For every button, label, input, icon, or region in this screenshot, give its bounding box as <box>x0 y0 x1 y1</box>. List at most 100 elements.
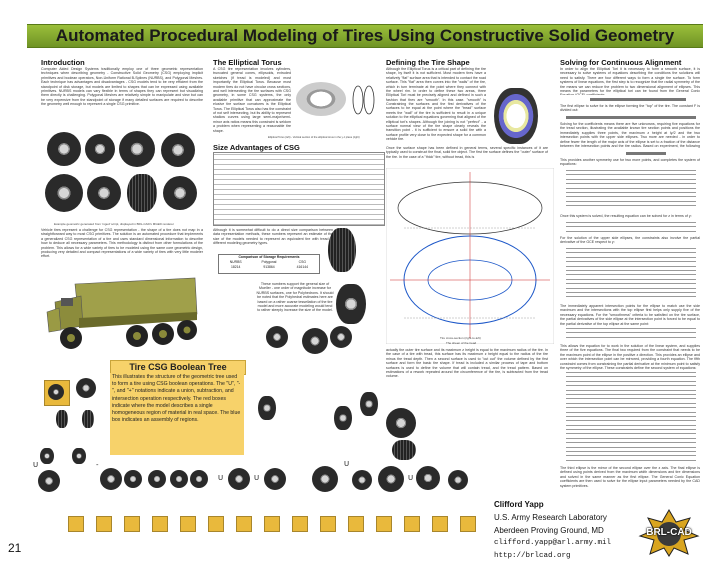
elliptical-torus-caption: Elliptical Torus (left) - Vertical secti… <box>268 136 360 139</box>
tree-description: This illustrates the structure of the ge… <box>110 373 244 455</box>
torus-section <box>352 85 375 115</box>
union-operator: U <box>254 474 260 482</box>
alignment-text-6: For the solution of the upper side ellip… <box>560 236 700 245</box>
tire-node-icon <box>378 466 404 492</box>
table-cell: 416144 <box>296 265 308 269</box>
union-operator: U <box>218 474 224 482</box>
tread-render <box>328 228 356 272</box>
tire-render <box>386 408 416 438</box>
alignment-text-3: Solving for the coefficients means there… <box>560 122 700 148</box>
torus-shape <box>296 82 346 116</box>
table-cell: 18214 <box>230 265 241 269</box>
subtract-operator: - <box>96 461 99 469</box>
tire-render <box>258 396 276 420</box>
table-cell: Polygonal <box>261 260 277 264</box>
tire-cross-section-diagram <box>386 168 554 344</box>
tire-render <box>334 406 352 430</box>
tire-render <box>161 133 195 167</box>
tree-leaf-box <box>404 516 420 532</box>
union-operator: U <box>344 460 350 468</box>
tire-diagram-caption-2: The sheen of the tread <box>446 341 477 345</box>
union-operator: U <box>408 474 414 482</box>
author-organization: U.S. Army Research Laboratory <box>494 513 607 522</box>
project-url[interactable]: http://brlcad.org <box>494 552 571 560</box>
tire-diagram-caption: Tire cross-section (right-to-left) <box>440 336 481 340</box>
tread-node-icon <box>82 410 94 428</box>
brlcad-logo: BRL-CAD <box>636 508 702 558</box>
equation <box>590 98 686 101</box>
tread-render <box>392 440 416 460</box>
alignment-text-8: This allows the equation for to work in … <box>560 344 700 370</box>
introduction-text-2: Vehicle tires represent a challenge for … <box>41 228 203 259</box>
tire-tread-render <box>127 174 157 212</box>
tire-node-icon <box>72 448 86 464</box>
table-cell: 913864 <box>263 265 275 269</box>
tire-render <box>360 392 378 416</box>
alignment-text-2: The first ellipse to solve for is the el… <box>560 104 700 113</box>
logo-badge-icon <box>638 509 700 557</box>
equation <box>566 116 696 119</box>
tire-node-icon <box>76 378 96 398</box>
tree-leaf-box <box>264 516 280 532</box>
tire-node-icon <box>352 470 372 490</box>
equation-block <box>566 170 696 212</box>
title-bar: Automated Procedural Modeling of Tires U… <box>27 24 703 48</box>
tire-render-gallery <box>41 128 203 220</box>
equation-block <box>566 328 696 342</box>
tire-node-icon <box>48 384 64 400</box>
tree-leaf-box <box>152 516 168 532</box>
tree-leaf-box <box>320 516 336 532</box>
tire-render <box>119 131 155 167</box>
elliptical-torus-image <box>296 72 378 132</box>
alignment-heading: Solving for Continuous Alignment <box>560 58 682 67</box>
tire-profile-render <box>494 88 538 144</box>
size-comparison-table <box>213 152 385 226</box>
author-name: Clifford Yapp <box>494 500 544 509</box>
tree-leaf-box <box>124 516 140 532</box>
table-cell: CSG <box>298 260 306 264</box>
tree-leaf-box <box>348 516 364 532</box>
tire-node-icon <box>100 468 122 490</box>
tire-render <box>336 284 366 324</box>
logo-text: BRL-CAD <box>646 527 692 538</box>
storage-table: Comparison of Storage Requirements NURBS… <box>218 254 320 274</box>
tire-node-icon <box>38 470 60 492</box>
tread-node-icon <box>56 410 68 428</box>
equation-block <box>566 372 696 464</box>
tree-leaf-box <box>432 516 448 532</box>
tire-node-icon <box>228 468 250 490</box>
alignment-text-9: The third ellipse is the mirror of the s… <box>560 466 700 488</box>
tire-render <box>87 176 121 210</box>
elliptical-torus-text: A CSG tire representation involves cylin… <box>213 67 291 133</box>
introduction-heading: Introduction <box>41 58 85 67</box>
tire-render <box>302 328 328 354</box>
tire-render <box>163 176 197 210</box>
equation-block <box>566 248 696 302</box>
tree-leaf-box <box>180 516 196 532</box>
tire-node-icon <box>312 466 338 492</box>
equation <box>626 152 666 155</box>
page-number: 21 <box>8 541 22 555</box>
tire-shape-text: Although the Elliptical Torus is a criti… <box>386 67 486 101</box>
union-operator: U <box>33 461 39 469</box>
alignment-text: In order to align the Elliptical Tori it… <box>560 67 700 95</box>
tire-node-icon <box>148 470 166 488</box>
tire-shape-heading: Defining the Tire Shape <box>386 58 470 67</box>
tire-render <box>47 132 81 166</box>
table-cell: NURBS <box>229 260 242 264</box>
author-email[interactable]: clifford.yapp@arl.army.mil <box>494 539 612 547</box>
alignment-text-5: Once this system is solved, the resultin… <box>560 214 692 218</box>
tire-node-icon <box>416 466 440 490</box>
tree-leaf-box <box>96 516 112 532</box>
elliptical-torus-heading: The Elliptical Torus <box>213 58 282 67</box>
size-advantages-heading: Size Advantages of CSG <box>213 143 300 152</box>
alignment-text-4: This provides another symmetry use for t… <box>560 158 700 167</box>
tree-leaf-box <box>460 516 476 532</box>
tire-shape-text-4: actually the outer tire surface and its … <box>386 348 548 379</box>
tire-render <box>85 134 115 164</box>
tree-leaf-box <box>68 516 84 532</box>
tire-render <box>266 326 288 348</box>
tree-leaf-box <box>208 516 224 532</box>
tire-node-icon <box>124 470 142 488</box>
